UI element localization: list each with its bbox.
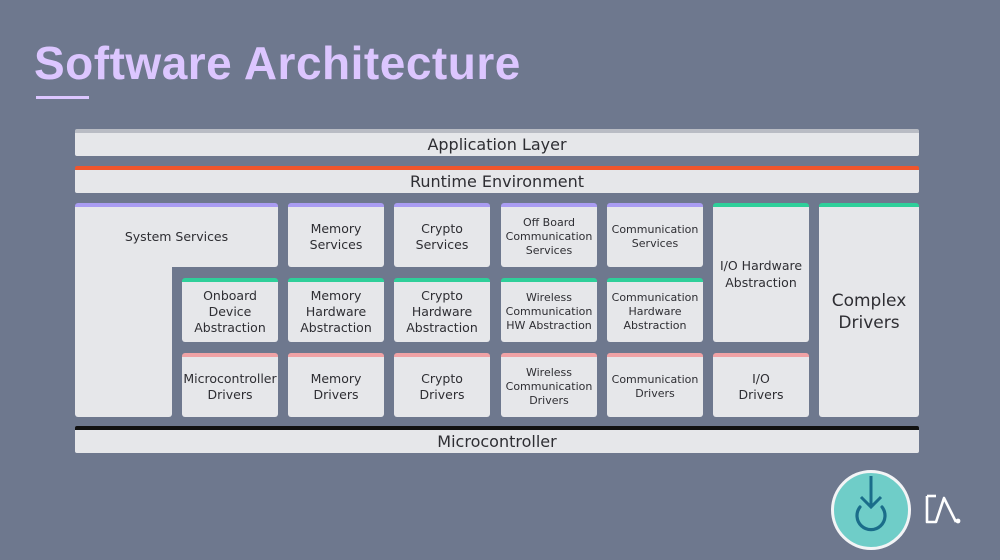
system-services-label: System Services bbox=[124, 228, 229, 244]
io-drivers: I/O Drivers bbox=[713, 353, 809, 417]
onboard-device-abstraction-label: Onboard Device Abstraction bbox=[194, 287, 266, 336]
crypto-hardware-abstraction-label: Crypto Hardware Abstraction bbox=[406, 287, 478, 336]
memory-services-label: Memory Services bbox=[309, 220, 363, 252]
download-circle-icon bbox=[855, 476, 887, 532]
complex-drivers-label: Complex Drivers bbox=[831, 290, 907, 333]
logo-badge bbox=[831, 470, 911, 550]
io-drivers-label: I/O Drivers bbox=[738, 370, 784, 402]
crypto-drivers-label: Crypto Drivers bbox=[419, 370, 465, 402]
da-logo-icon bbox=[925, 494, 961, 524]
microcontroller-layer-label: Microcontroller bbox=[437, 432, 557, 451]
wireless-communication-drivers: Wireless Communication Drivers bbox=[501, 353, 597, 417]
runtime-environment-label: Runtime Environment bbox=[409, 172, 585, 191]
title-underline bbox=[36, 96, 89, 99]
communication-hardware-abstraction-label: Communication Hardware Abstraction bbox=[611, 290, 699, 333]
offboard-communication-services-label: Off Board Communication Services bbox=[505, 215, 593, 258]
io-hardware-abstraction-label: I/O Hardware Abstraction bbox=[719, 258, 803, 290]
system-services-column bbox=[75, 264, 172, 417]
onboard-device-abstraction: Onboard Device Abstraction bbox=[182, 278, 278, 342]
communication-services-label: Communication Services bbox=[611, 222, 699, 250]
crypto-drivers: Crypto Drivers bbox=[394, 353, 490, 417]
memory-drivers: Memory Drivers bbox=[288, 353, 384, 417]
runtime-environment: Runtime Environment bbox=[75, 166, 919, 193]
microcontroller-drivers: Microcontroller Drivers bbox=[182, 353, 278, 417]
application-layer-label: Application Layer bbox=[427, 135, 567, 154]
communication-drivers: Communication Drivers bbox=[607, 353, 703, 417]
crypto-hardware-abstraction: Crypto Hardware Abstraction bbox=[394, 278, 490, 342]
complex-drivers: Complex Drivers bbox=[819, 203, 919, 417]
crypto-services-label: Crypto Services bbox=[415, 220, 469, 252]
wireless-communication-drivers-label: Wireless Communication Drivers bbox=[505, 365, 593, 408]
offboard-communication-services: Off Board Communication Services bbox=[501, 203, 597, 267]
system-services-top: System Services bbox=[75, 203, 278, 267]
microcontroller-layer: Microcontroller bbox=[75, 426, 919, 453]
communication-drivers-label: Communication Drivers bbox=[611, 372, 699, 400]
application-layer: Application Layer bbox=[75, 129, 919, 156]
wireless-communication-hw-abstraction: Wireless Communication HW Abstraction bbox=[501, 278, 597, 342]
memory-services: Memory Services bbox=[288, 203, 384, 267]
crypto-services: Crypto Services bbox=[394, 203, 490, 267]
communication-hardware-abstraction: Communication Hardware Abstraction bbox=[607, 278, 703, 342]
io-hardware-abstraction: I/O Hardware Abstraction bbox=[713, 203, 809, 342]
memory-hardware-abstraction: Memory Hardware Abstraction bbox=[288, 278, 384, 342]
page-title: Software Architecture bbox=[34, 37, 521, 89]
memory-drivers-label: Memory Drivers bbox=[310, 370, 362, 402]
memory-hardware-abstraction-label: Memory Hardware Abstraction bbox=[300, 287, 372, 336]
wireless-communication-hw-abstraction-label: Wireless Communication HW Abstraction bbox=[505, 290, 593, 333]
communication-services: Communication Services bbox=[607, 203, 703, 267]
microcontroller-drivers-label: Microcontroller Drivers bbox=[183, 370, 277, 402]
